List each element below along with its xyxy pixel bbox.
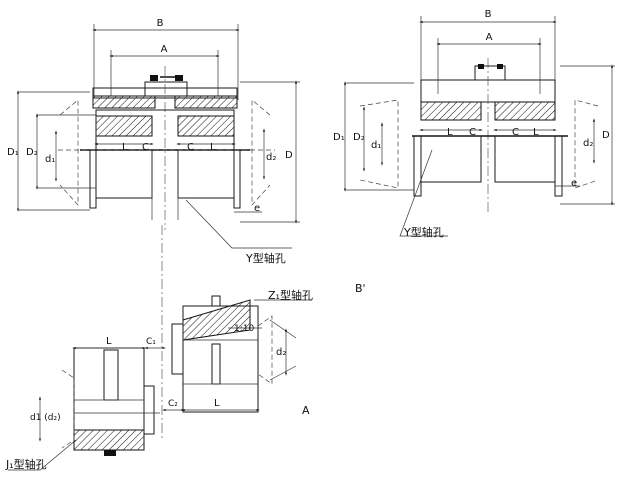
dim-d1s-right: d₁	[371, 140, 381, 151]
dim-l-left2: L	[210, 142, 216, 153]
taper-label: 1:10	[234, 324, 254, 334]
dim-c1: C₁	[146, 337, 156, 347]
dim-b-right: B	[485, 9, 492, 20]
dim-e-left: e	[254, 203, 260, 214]
dim-a-left: A	[161, 44, 168, 55]
dim-d2s-right: d₂	[583, 138, 593, 149]
z1-bore-label: Z₁型轴孔	[268, 288, 313, 302]
dim-b-left: B	[157, 18, 164, 29]
dim-d1-right: D₁	[333, 132, 345, 143]
left-main-view	[16, 24, 300, 249]
dim-l-right1: L	[447, 127, 453, 138]
dim-d2-left: D₂	[26, 147, 38, 158]
right-main-view	[343, 16, 615, 237]
dim-l-j: L	[106, 336, 112, 347]
dim-a-right: A	[486, 32, 493, 43]
view-a-label: A	[302, 404, 310, 417]
y-bore-left: Y型轴孔	[245, 251, 286, 265]
dim-dd-right: D	[602, 130, 610, 141]
dim-c-left2: C	[187, 142, 194, 153]
y-bore-right: Y型轴孔	[403, 225, 444, 239]
j1-bore-label: J₁型轴孔	[5, 457, 47, 471]
dim-d2-right: D₂	[353, 132, 365, 143]
dim-l-z: L	[214, 398, 220, 409]
dim-d1-left: D₁	[7, 147, 19, 158]
view-b-label: B'	[355, 282, 366, 295]
dim-c2: C₂	[168, 399, 178, 409]
labels: B A L C C L D₁ D₂ d₁ d₂ D e Y型轴孔 B A L C…	[5, 9, 610, 471]
dim-c-left1: C	[142, 142, 149, 153]
dim-d2s-left: d₂	[266, 152, 276, 163]
dim-l-right2: L	[533, 127, 539, 138]
dim-d1-j: d1 (d₂)	[30, 413, 61, 423]
dim-l-left1: L	[122, 142, 128, 153]
dim-c-right2: C	[512, 127, 519, 138]
dim-e-right: e	[571, 178, 577, 189]
detail-view-a	[8, 225, 312, 471]
dim-d2-z: d₂	[276, 347, 286, 358]
dim-d1s-left: d₁	[45, 154, 55, 165]
dim-dd-left: D	[285, 150, 293, 161]
dim-c-right1: C	[469, 127, 476, 138]
